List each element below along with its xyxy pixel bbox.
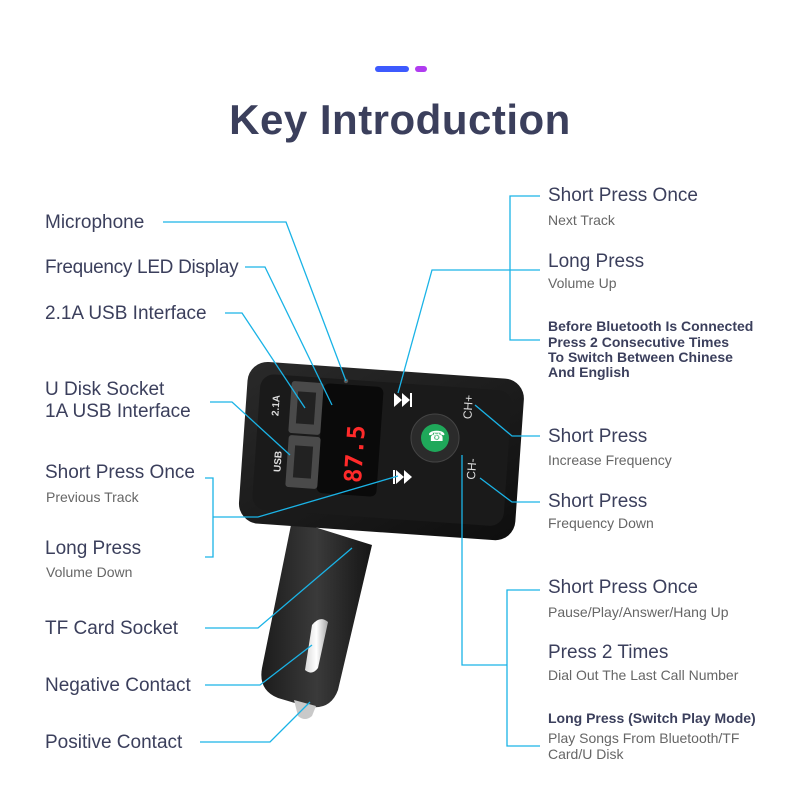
label-volup-sub: Volume Up	[548, 275, 617, 291]
line-positive	[200, 701, 311, 743]
label-inc-title: Short Press	[548, 426, 648, 447]
label-lang-line2: Press 2 Consecutive Times	[548, 334, 730, 350]
label-tf: TF Card Socket	[45, 618, 179, 639]
label-prev-sub: Previous Track	[46, 489, 139, 505]
line-udisk	[210, 401, 291, 456]
bracket-right-bottom	[506, 589, 540, 747]
label-usb21: 2.1A USB Interface	[45, 303, 207, 324]
line-negative	[205, 644, 313, 686]
line-usb21	[225, 312, 306, 409]
line-pause	[461, 455, 507, 666]
label-voldown-title: Long Press	[45, 538, 142, 559]
label-lang-line4: And English	[548, 364, 630, 380]
label-mode-title: Long Press (Switch Play Mode)	[548, 710, 756, 726]
line-prev-track	[213, 475, 399, 518]
label-voldown-sub: Volume Down	[46, 564, 133, 580]
label-dec-sub: Frequency Down	[548, 515, 654, 531]
label-udisk-line1: U Disk Socket	[45, 379, 165, 400]
decoration-bar-purple	[415, 66, 427, 72]
label-pause-sub: Pause/Play/Answer/Hang Up	[548, 604, 729, 620]
next-track-button	[394, 393, 412, 407]
negative-contact	[305, 619, 328, 673]
line-dec	[479, 477, 540, 503]
positive-contact	[294, 700, 316, 719]
label-mode-sub1: Play Songs From Bluetooth/TF	[548, 730, 740, 746]
label-prev-title: Short Press Once	[45, 462, 195, 483]
label-pause-title: Short Press Once	[548, 577, 698, 598]
label-redial-sub: Dial Out The Last Call Number	[548, 667, 739, 683]
label-negative: Negative Contact	[45, 675, 191, 696]
decoration-bar-blue	[375, 66, 409, 72]
phone-icon: ☎	[428, 428, 446, 444]
page-title: Key Introduction	[229, 96, 571, 143]
label-microphone: Microphone	[45, 212, 145, 233]
line-next-track	[397, 269, 540, 394]
bracket-right-top	[509, 195, 540, 341]
label-lang-line1: Before Bluetooth Is Connected	[548, 318, 754, 334]
label-inc-sub: Increase Frequency	[548, 452, 672, 468]
plug-barrel	[261, 520, 372, 708]
label-lang-line3: To Switch Between Chinese	[548, 349, 733, 365]
line-microphone	[163, 221, 347, 382]
label-redial-title: Press 2 Times	[548, 642, 669, 663]
line-inc	[474, 404, 540, 437]
label-volup-title: Long Press	[548, 251, 645, 272]
label-mode-sub2: Card/U Disk	[548, 746, 624, 762]
line-tf	[205, 547, 353, 629]
bracket-left-press	[205, 477, 214, 558]
label-next-sub: Next Track	[548, 212, 615, 228]
label-led-display: Frequency LED Display	[45, 257, 239, 278]
label-udisk-line2: 1A USB Interface	[45, 401, 191, 422]
led-display	[316, 383, 384, 497]
label-dec-title: Short Press	[548, 491, 648, 512]
label-positive: Positive Contact	[45, 732, 183, 753]
label-next-title: Short Press Once	[548, 185, 698, 206]
line-led-display	[245, 266, 333, 406]
